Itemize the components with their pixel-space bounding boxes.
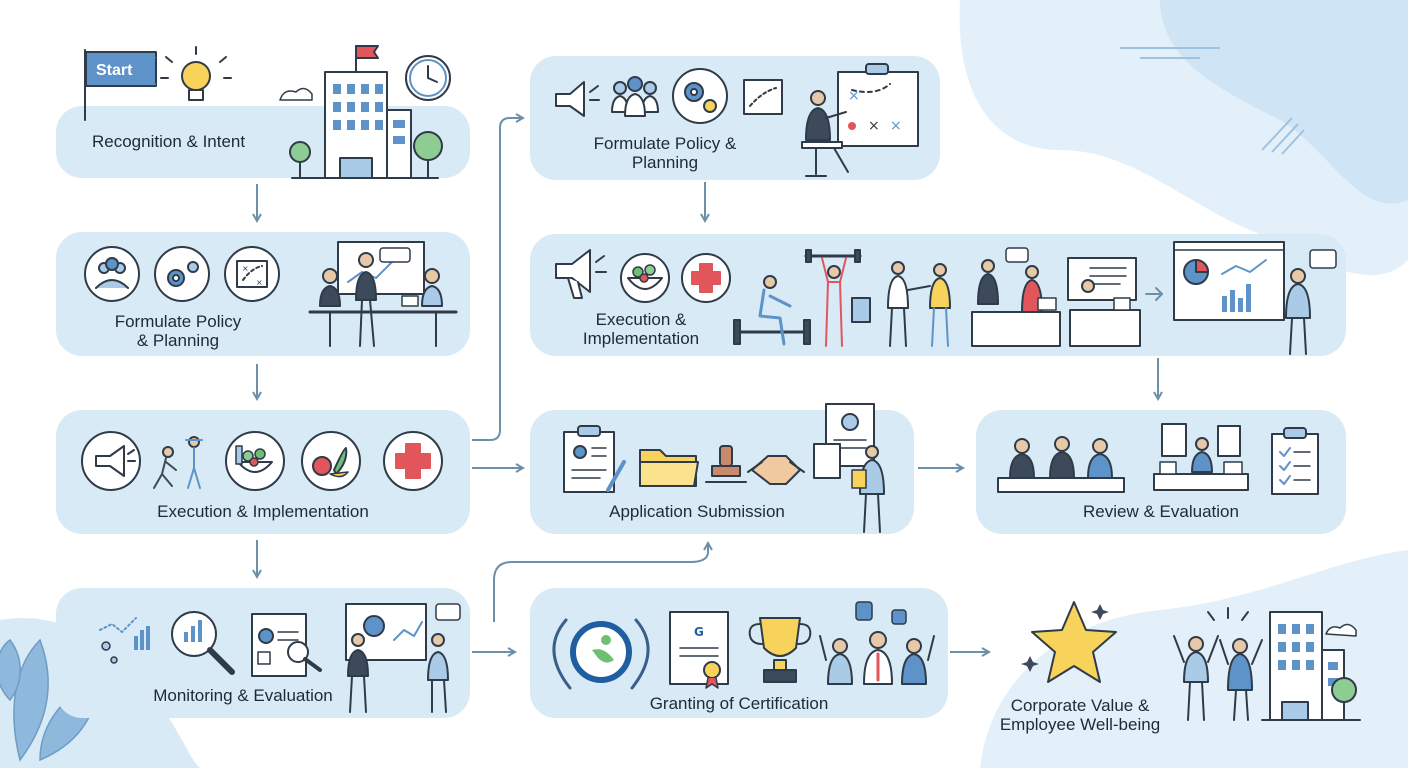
- stage-label: Granting of Certification: [649, 694, 829, 713]
- meeting-icon: [308, 241, 458, 347]
- meeting-icon: [971, 247, 1061, 347]
- stage-label: Execution & Implementation: [157, 502, 369, 521]
- building-icon: [279, 45, 443, 179]
- diagonal-hatch: [1120, 47, 1305, 155]
- trophy-icon: [748, 617, 812, 683]
- medical-cross-icon: [681, 253, 731, 303]
- top-right-blob-dark: [1160, 0, 1408, 204]
- exercise-icon: [733, 249, 871, 347]
- svg-text:×: ×: [848, 88, 860, 104]
- stage-label: Application Submission: [609, 502, 785, 521]
- svg-text:×: ×: [242, 264, 249, 273]
- presentation-icon: [345, 603, 461, 713]
- lightbulb-icon: [160, 46, 232, 101]
- stage-label: Recognition & Intent: [92, 132, 246, 151]
- strategy-board-icon: × ×: [224, 246, 280, 302]
- svg-text:G: G: [694, 625, 704, 639]
- stage-label: Corporate Value & Employee Well-being: [999, 696, 1161, 734]
- medical-cross-icon: [383, 431, 443, 491]
- magnifier-chart-icon: [171, 611, 235, 675]
- document-icon: [813, 403, 885, 533]
- document-icon: [1153, 423, 1249, 491]
- stage-label: Monitoring & Evaluation: [153, 686, 333, 705]
- salad-icon: [620, 253, 670, 303]
- svg-text:×: ×: [890, 118, 902, 134]
- clock-icon: [405, 55, 451, 101]
- arrow-monitoring-to-application: [493, 544, 708, 622]
- celebration-icon: [1173, 607, 1263, 721]
- arrow-execution-to-policy-right: [472, 118, 522, 441]
- megaphone-icon: [555, 81, 600, 117]
- stage-label: Formulate Policy & Planning: [593, 134, 737, 172]
- folder-icon: [639, 449, 699, 487]
- star-icon: [1021, 601, 1117, 683]
- team-icon: [611, 76, 659, 117]
- apple-icon: [301, 431, 361, 491]
- certificate-icon: G: [669, 611, 729, 689]
- analytics-icon: [1173, 241, 1337, 355]
- stage-label: Review & Evaluation: [1083, 502, 1239, 521]
- stage-label: Execution & Implementation: [582, 310, 700, 348]
- stage-corporate-value: Corporate Value & Employee Well-being: [990, 600, 1360, 734]
- analytics-icon: [99, 617, 150, 664]
- building-icon: [1261, 611, 1361, 721]
- exercise-icon: [153, 436, 203, 489]
- presentation-icon: × × ×: [801, 63, 919, 177]
- clipboard-icon: [563, 425, 626, 493]
- leaf-icon: [0, 638, 101, 762]
- stage-label: Formulate Policy & Planning: [114, 312, 242, 350]
- start-flag-label: Start: [90, 57, 156, 85]
- stamp-icon: [705, 445, 747, 483]
- strategy-board-icon: [743, 79, 783, 115]
- handshake-icon: [747, 455, 805, 485]
- celebration-icon: [819, 601, 935, 685]
- team-icon: [887, 261, 951, 347]
- megaphone-icon: [81, 431, 141, 491]
- presentation-icon: [1067, 257, 1163, 347]
- svg-text:×: ×: [256, 278, 263, 287]
- checklist-icon: [1271, 427, 1319, 495]
- megaphone-icon: [555, 249, 607, 299]
- report-icon: [251, 613, 322, 677]
- judges-panel-icon: [997, 436, 1125, 493]
- team-icon: [84, 246, 140, 302]
- gear-icon: [154, 246, 210, 302]
- gear-icon: [672, 68, 728, 124]
- laurel-badge-icon: [552, 618, 650, 690]
- svg-text:×: ×: [868, 118, 880, 134]
- salad-icon: [225, 431, 285, 491]
